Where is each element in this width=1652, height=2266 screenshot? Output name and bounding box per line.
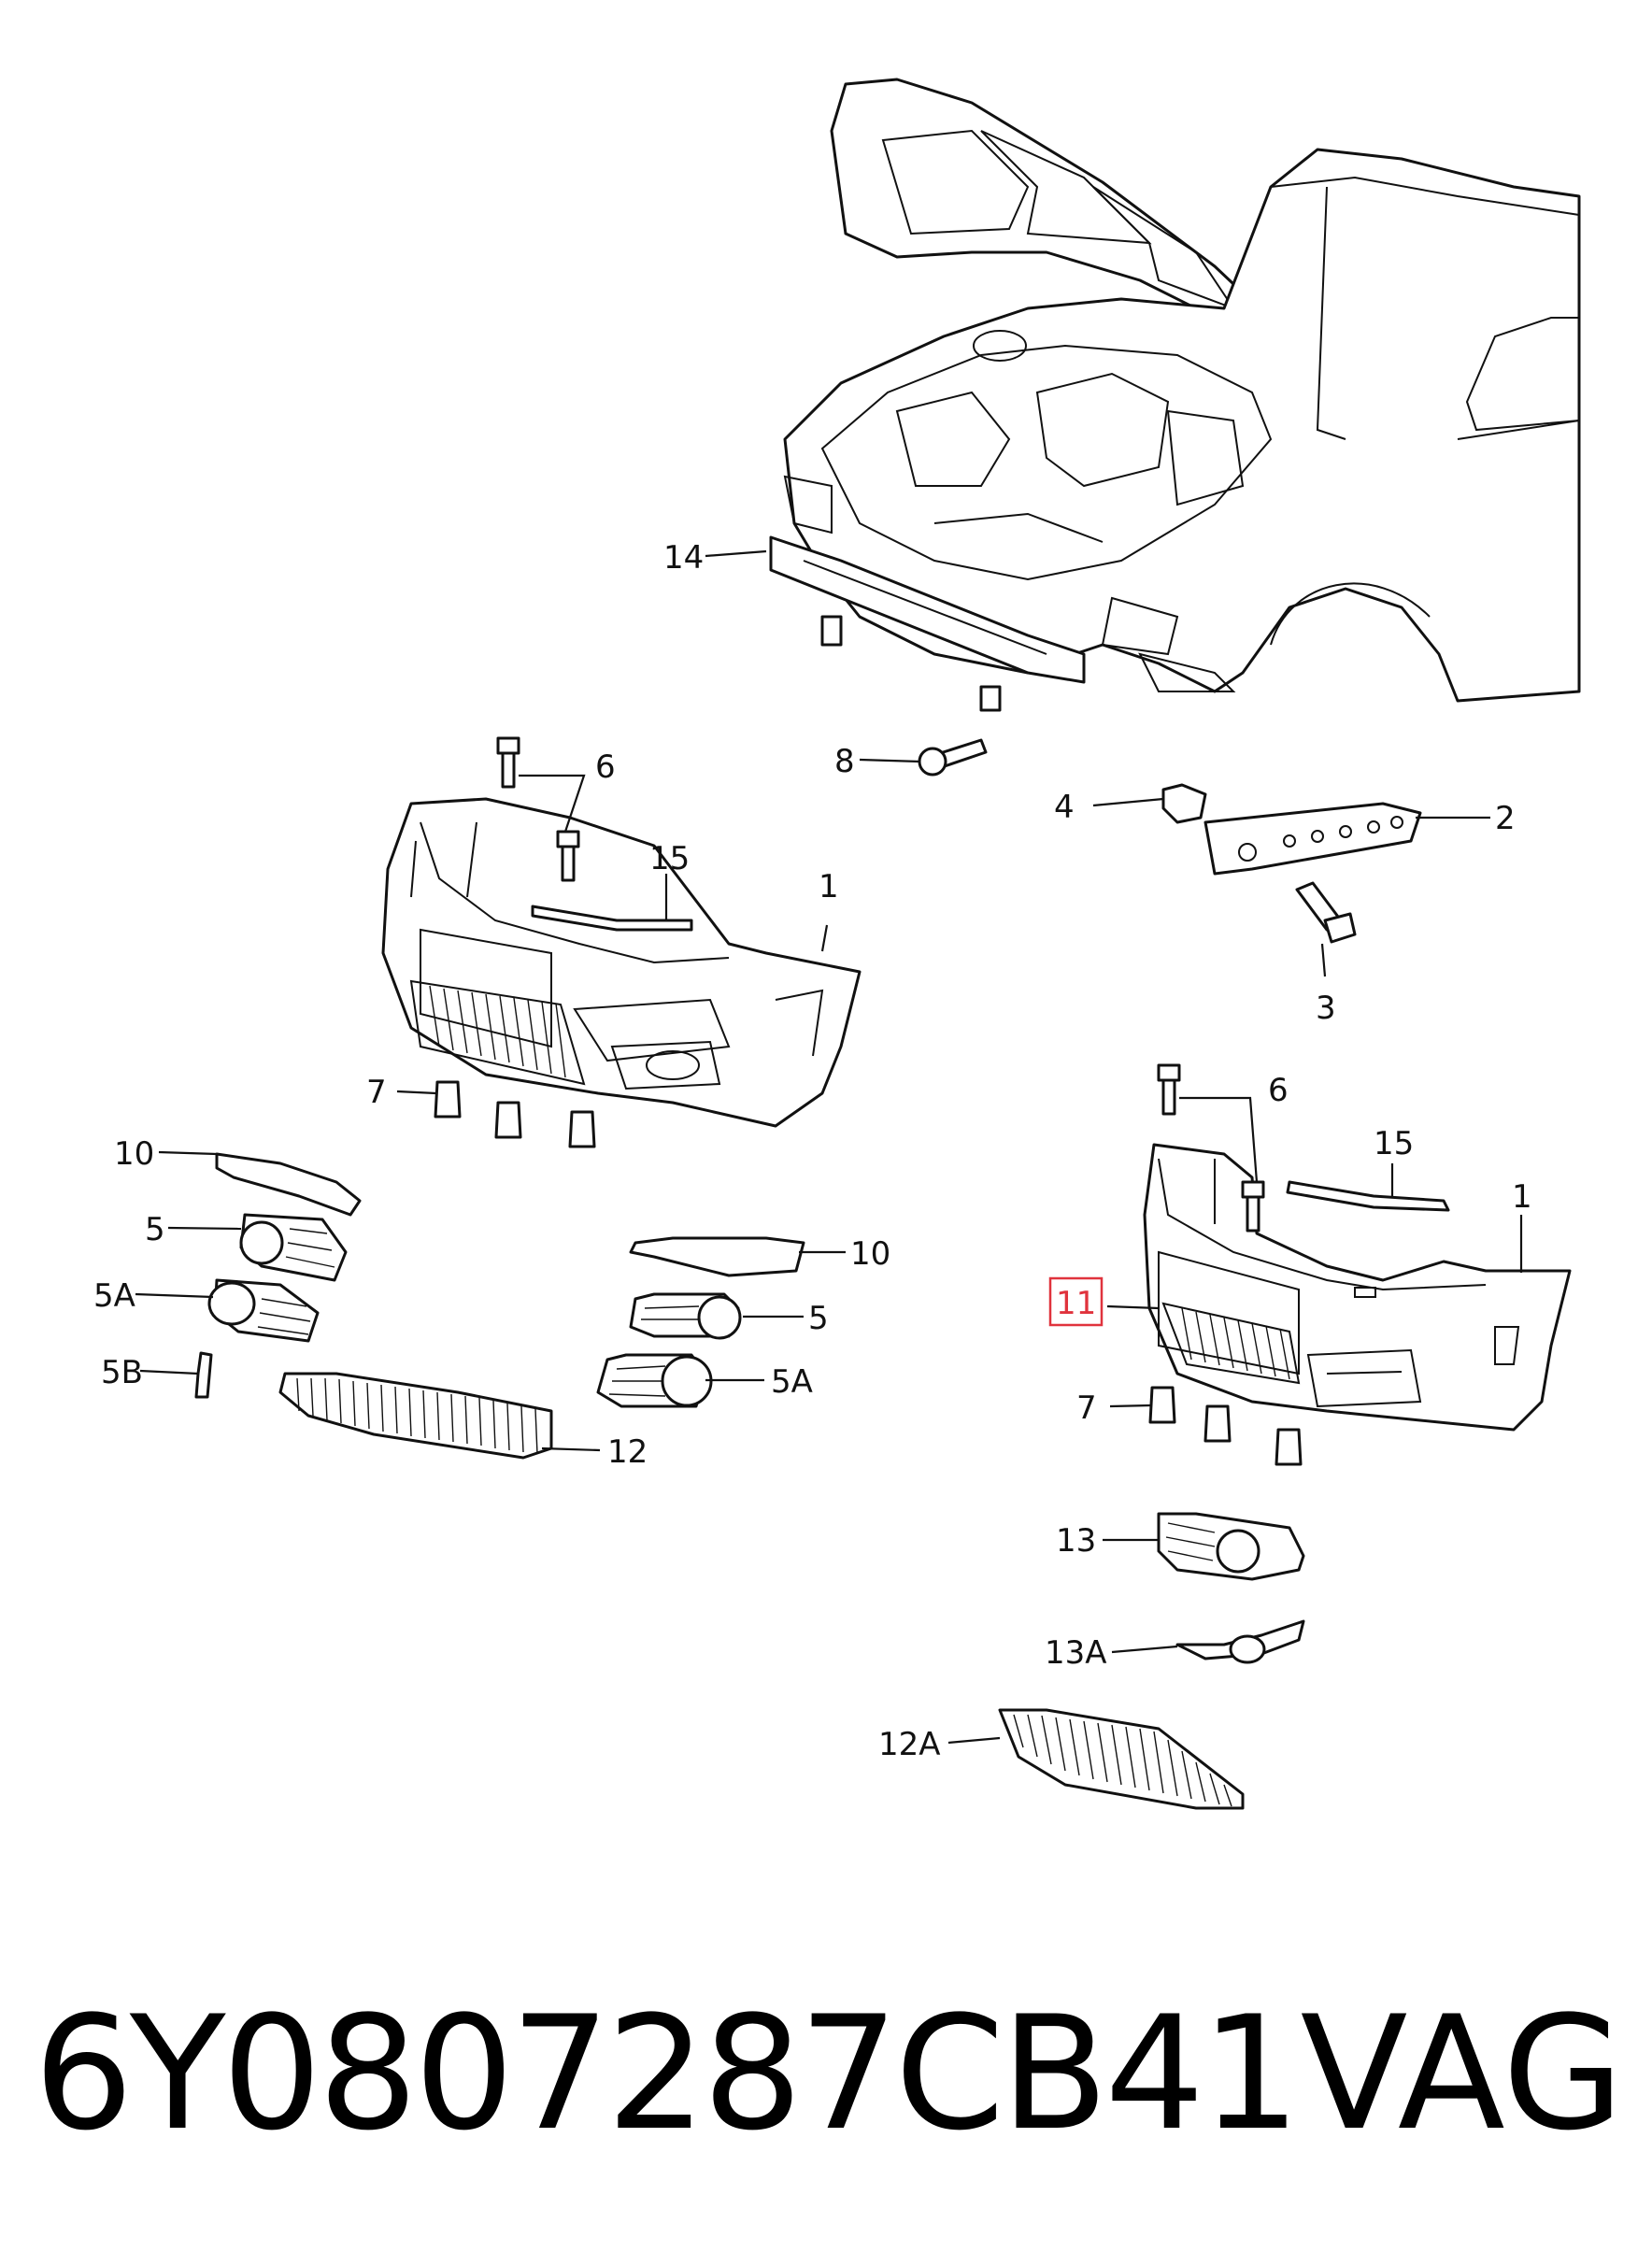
foglight-grille-5-left xyxy=(239,1213,348,1282)
callout-5-left: 5 xyxy=(145,1211,165,1248)
clips-7-left xyxy=(434,1080,596,1148)
moulding-15-left xyxy=(531,905,693,932)
brand-name: VAG xyxy=(1300,1982,1624,2165)
bolt-8 xyxy=(918,738,988,777)
callout-8: 8 xyxy=(834,743,855,780)
callout-13: 13 xyxy=(1056,1522,1096,1560)
callout-5b-left: 5B xyxy=(101,1354,143,1391)
clip-4 xyxy=(1161,783,1207,824)
callout-2: 2 xyxy=(1495,800,1516,837)
callout-6-left: 6 xyxy=(595,748,616,786)
callout-4: 4 xyxy=(1054,789,1075,826)
clips-7-right xyxy=(1148,1386,1303,1466)
callout-6-right: 6 xyxy=(1268,1072,1289,1109)
leader-lines xyxy=(135,549,1523,1745)
lower-grille-12a xyxy=(998,1708,1245,1810)
callout-11-highlight-box xyxy=(1048,1276,1104,1327)
bolts-6-left xyxy=(496,736,580,882)
parts-diagram: 14 8 4 2 3 6 15 1 7 10 5 5A 5B 10 5 5A 1… xyxy=(93,78,1581,1810)
car-body-illustration xyxy=(769,78,1581,712)
foglight-grille-5-mid xyxy=(629,1292,742,1340)
front-bumper-right xyxy=(1143,1143,1572,1432)
foglight-grille-13 xyxy=(1157,1512,1305,1581)
bolt-3 xyxy=(1295,881,1357,944)
callout-13a: 13A xyxy=(1045,1634,1107,1672)
clip-5b xyxy=(194,1351,213,1399)
right-bumper-grille-hatch xyxy=(1181,1307,1290,1380)
callout-1-right: 1 xyxy=(1512,1178,1532,1216)
callout-15-left: 15 xyxy=(649,840,690,877)
cover-5a-mid xyxy=(596,1353,713,1408)
callout-labels: 14 8 4 2 3 6 15 1 7 10 5 5A 5B 10 5 5A 1… xyxy=(93,539,1532,1763)
callout-12a: 12A xyxy=(878,1726,941,1763)
callout-5-mid: 5 xyxy=(808,1300,829,1337)
side-bracket xyxy=(1203,802,1422,876)
callout-5a-left: 5A xyxy=(93,1277,135,1315)
lower-grille-12 xyxy=(278,1372,553,1460)
left-bumper-grille-hatch xyxy=(429,985,566,1078)
callout-10-left: 10 xyxy=(114,1135,154,1173)
trim-10-mid xyxy=(629,1236,805,1277)
callout-3: 3 xyxy=(1316,990,1336,1027)
callout-5a-mid: 5A xyxy=(771,1363,813,1401)
callout-10-mid: 10 xyxy=(850,1235,890,1273)
front-bumper-left xyxy=(381,797,862,1128)
cover-13a xyxy=(1175,1619,1305,1664)
callout-11: 11 xyxy=(1056,1285,1096,1322)
part-number: 6Y0807287CB41 xyxy=(34,1982,1301,2165)
cover-5a-left xyxy=(207,1278,320,1343)
callout-14: 14 xyxy=(663,539,704,577)
trim-10-left xyxy=(215,1152,362,1217)
callout-15-right: 15 xyxy=(1374,1125,1414,1162)
callout-1-left: 1 xyxy=(819,868,839,905)
callout-7-left: 7 xyxy=(366,1074,387,1111)
callout-12: 12 xyxy=(607,1433,648,1471)
callout-7-right: 7 xyxy=(1076,1390,1097,1427)
bolts-6-right xyxy=(1157,1063,1265,1233)
moulding-15-right xyxy=(1286,1180,1450,1212)
